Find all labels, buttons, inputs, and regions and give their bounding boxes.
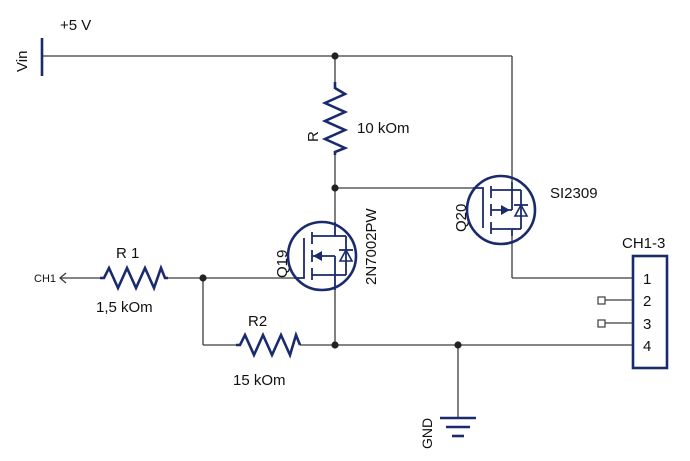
resistor-r-value: 10 kOm xyxy=(357,120,410,137)
resistor-r1 xyxy=(100,264,168,292)
mosfet-q19 xyxy=(286,220,358,292)
resistor-r xyxy=(321,82,349,155)
resistor-r1-name: R 1 xyxy=(116,245,139,262)
junction-dot xyxy=(199,274,207,282)
junction-dot xyxy=(331,341,339,349)
q19-part: 2N7002PW xyxy=(363,207,380,285)
connector-pin-2: 2 xyxy=(643,293,651,310)
ch1-net-label: CH1 xyxy=(34,273,56,285)
connector-ch1-3 xyxy=(597,254,669,370)
q19-name: Q19 xyxy=(274,250,291,278)
resistor-r2-name: R2 xyxy=(248,313,267,330)
gnd-label: GND xyxy=(419,418,435,449)
junctions xyxy=(199,52,462,349)
junction-dot xyxy=(331,52,339,60)
vin-label: Vin xyxy=(14,51,31,72)
connector-pin-3: 3 xyxy=(643,316,651,333)
wires xyxy=(42,55,633,418)
supply-voltage-label: +5 V xyxy=(60,17,91,34)
ch1-input-arrow-icon xyxy=(58,272,67,284)
resistor-r1-value: 1,5 kOm xyxy=(96,299,153,316)
resistor-r-name: R xyxy=(305,131,322,142)
junction-dot xyxy=(331,184,339,192)
mosfet-q20 xyxy=(465,174,537,246)
connector-pin-4: 4 xyxy=(643,338,651,355)
junction-dot xyxy=(454,341,462,349)
q20-part: SI2309 xyxy=(550,185,598,202)
q20-name: Q20 xyxy=(453,204,470,232)
resistor-r2 xyxy=(236,331,302,359)
ground-icon xyxy=(440,416,476,438)
connector-pin-1: 1 xyxy=(643,271,651,288)
connector-name: CH1-3 xyxy=(622,235,665,252)
resistor-r2-value: 15 kOm xyxy=(233,372,286,389)
